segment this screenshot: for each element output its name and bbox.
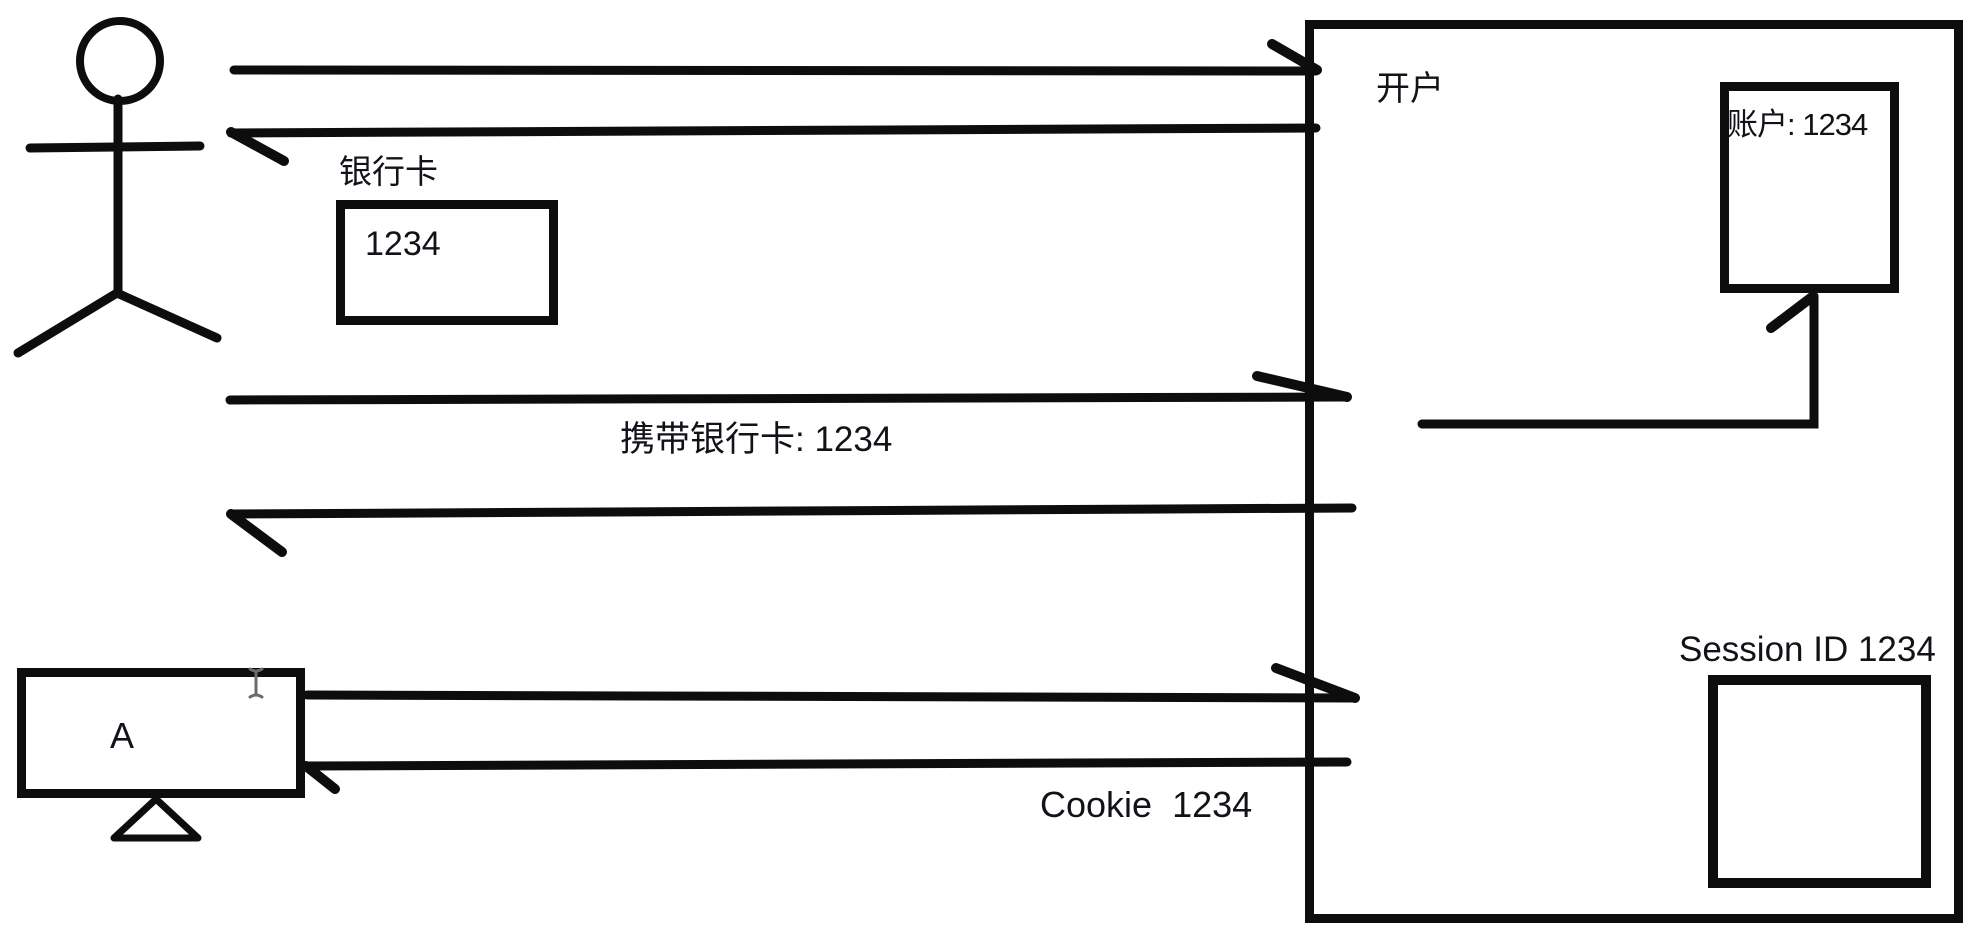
account-box: 账户: 1234 — [1720, 82, 1899, 293]
account-box-connector-arrow — [1417, 291, 1819, 429]
cookie-note: Cookie 1234 — [1040, 784, 1253, 825]
session-id-box — [1708, 675, 1931, 888]
arrow-shaft — [226, 503, 1357, 519]
arrow-bank-card-response — [226, 123, 1321, 166]
connector-path — [1417, 291, 1819, 429]
open-account-container-box — [1305, 20, 1963, 923]
arrow-shaft — [302, 690, 1357, 703]
arrow-shaft — [226, 123, 1321, 138]
bank-card-box: 1234 — [336, 200, 558, 325]
bank-card-label: 银行卡 — [339, 153, 438, 190]
arrow-shaft — [229, 65, 1321, 76]
figure-arms — [25, 141, 205, 153]
open-account-title: 开户 — [1376, 70, 1444, 108]
account-label: 账户: 1234 — [1727, 107, 1868, 142]
arrow-barb — [1271, 663, 1360, 703]
arrow-barb — [301, 761, 340, 794]
arrow-cookie-response — [301, 757, 1352, 794]
arrow-shaft — [225, 392, 1349, 405]
triangle-marker-icon — [110, 795, 202, 842]
figure-head — [76, 17, 164, 105]
client-a-box: A — [17, 668, 305, 798]
carry-bank-card-note: 携带银行卡: 1234 — [620, 420, 893, 459]
arrow-barb — [1267, 39, 1322, 75]
person-stick-figure-icon — [13, 17, 222, 358]
arrow-barb — [226, 509, 287, 557]
client-a-label: A — [110, 715, 135, 756]
arrow-open-account-request — [229, 39, 1322, 76]
figure-right-leg — [112, 288, 222, 343]
figure-left-leg — [13, 288, 122, 358]
arrow-account-response — [226, 503, 1357, 557]
arrow-barb — [1766, 292, 1817, 333]
bank-card-value: 1234 — [365, 225, 441, 263]
arrow-session-request — [302, 663, 1360, 703]
arrow-shaft — [301, 757, 1352, 771]
arrow-barb — [1252, 371, 1352, 402]
arrow-barb — [226, 127, 289, 166]
arrow-carry-bank-card — [225, 371, 1352, 405]
session-id-label: Session ID 1234 — [1679, 630, 1936, 669]
